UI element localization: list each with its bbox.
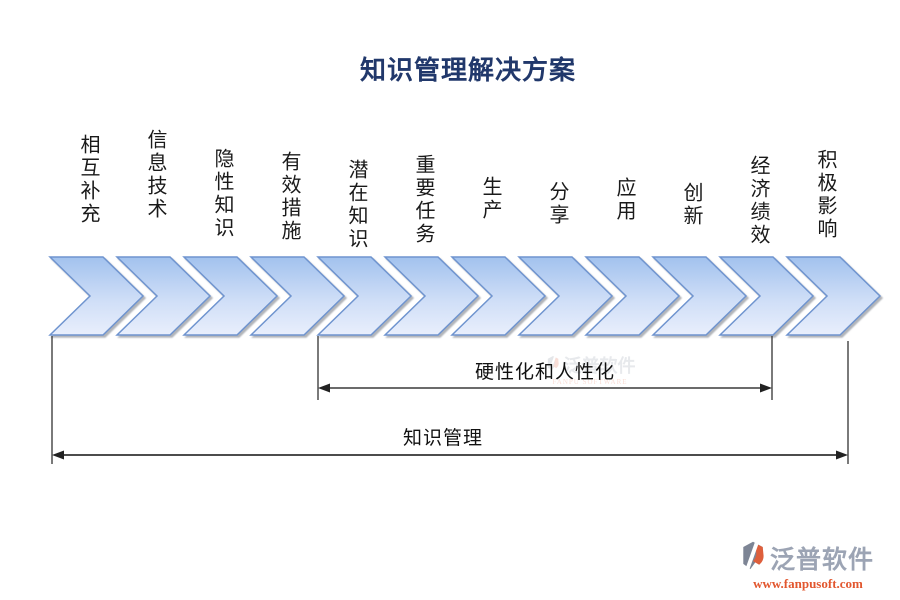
step-label-11: 经济绩效 (747, 155, 769, 247)
chevron-segment (450, 256, 547, 336)
outer-bracket (51, 336, 849, 464)
chevron-segment (316, 256, 413, 336)
step-label-4: 有效措施 (278, 151, 300, 243)
chevron-segment (651, 256, 748, 336)
chevron-segments (48, 256, 882, 336)
step-label-1: 相互补充 (77, 134, 99, 226)
step-label-2: 信息技术 (144, 129, 166, 221)
step-label-12: 积极影响 (814, 149, 836, 241)
vendor-name: 泛普软件 (770, 546, 875, 574)
step-label-7: 生产 (479, 176, 501, 222)
chevron-segment (718, 256, 815, 336)
vendor-logo: 泛普软件 www.fanpusoft.com (738, 539, 878, 592)
chevron-segment (249, 256, 346, 336)
inner-bracket-label: 硬性化和人性化 (474, 362, 615, 383)
inner-bracket (317, 336, 773, 400)
chevron-segment (517, 256, 614, 336)
step-label-10: 创新 (680, 182, 702, 228)
vendor-logo-icon (738, 539, 768, 576)
step-label-8: 分享 (546, 181, 568, 227)
page-title: 知识管理解决方案 (359, 56, 576, 85)
chevron-segment (48, 256, 145, 336)
step-label-3: 隐性知识 (211, 148, 233, 240)
vendor-url: www.fanpusoft.com (753, 576, 863, 591)
step-label-5: 潜在知识 (345, 159, 367, 251)
chevron-segment (785, 256, 882, 336)
chevron-segment (383, 256, 480, 336)
outer-bracket-label: 知识管理 (402, 428, 483, 449)
step-label-9: 应用 (613, 177, 635, 223)
chevron-segment (584, 256, 681, 336)
chevron-segment (115, 256, 212, 336)
step-label-6: 重要任务 (412, 154, 434, 246)
chevron-segment (182, 256, 279, 336)
